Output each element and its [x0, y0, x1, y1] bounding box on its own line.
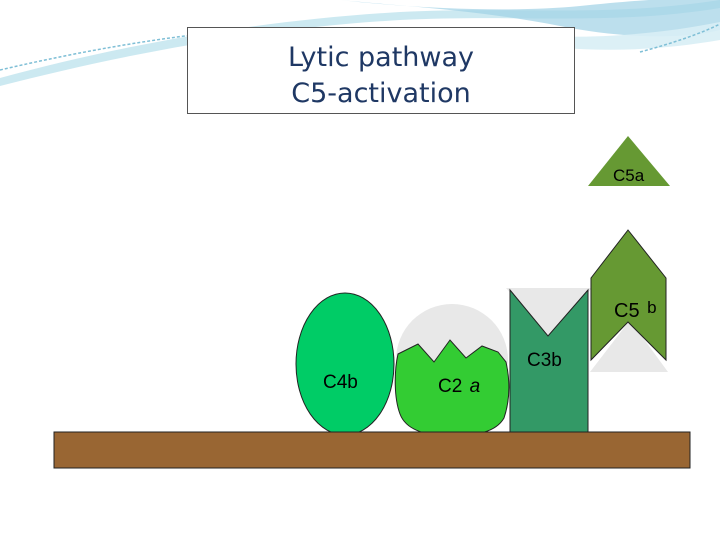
c5b-label-sub: b	[647, 298, 657, 317]
c4b-shape	[295, 292, 395, 436]
c5b-label: C5 b	[614, 298, 657, 323]
membrane	[53, 431, 691, 469]
c3b-shape	[509, 288, 589, 435]
c4b-label: C4b	[323, 372, 358, 393]
title-line-2: C5-activation	[291, 78, 471, 109]
c2a-label-main: C2	[438, 376, 463, 397]
c3b-gray-cap	[506, 288, 592, 336]
c2a-label: C2 a	[438, 376, 480, 398]
title-line-1: Lytic pathway	[287, 42, 475, 73]
title-box: Lytic pathway C5-activation	[187, 27, 575, 114]
c5b-shape	[590, 229, 667, 362]
c5a-label: C5a	[613, 166, 645, 185]
c2a-label-sub: a	[469, 376, 481, 397]
c5b-label-main: C5	[614, 300, 640, 322]
c5a-shape	[588, 136, 670, 186]
c5b-gray-notch	[590, 320, 668, 372]
c3b-label: C3b	[527, 350, 562, 371]
